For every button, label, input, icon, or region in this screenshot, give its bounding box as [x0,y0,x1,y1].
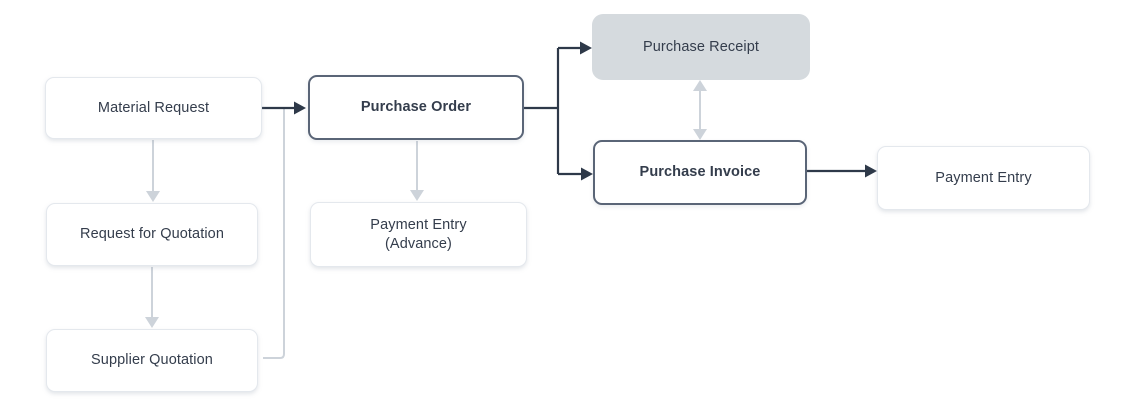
node-purchase-receipt-label: Purchase Receipt [642,38,760,55]
node-payment-entry: Payment Entry [877,146,1090,210]
node-purchase-receipt: Purchase Receipt [592,14,810,80]
node-purchase-invoice-label: Purchase Invoice [639,164,761,180]
node-payment-entry-advance-label-line2: (Advance) [385,235,452,252]
edge-material-request-to-request-for-quotation [146,140,160,202]
edge-purchase-invoice-to-payment-entry [807,164,877,178]
node-request-for-quotation-label: Request for Quotation [80,226,224,242]
edge-purchase-order-branch [524,41,593,181]
node-payment-entry-label: Payment Entry [935,169,1032,186]
node-supplier-quotation-label: Supplier Quotation [91,352,213,368]
node-material-request-label: Material Request [97,99,210,116]
edge-purchase-receipt-purchase-invoice-double-arrow [693,80,707,140]
edge-request-for-quotation-to-supplier-quotation [145,267,159,328]
edge-supplier-quotation-join-line [263,109,285,359]
edge-material-request-to-purchase-order [262,101,306,115]
node-payment-entry-advance: Payment Entry (Advance) [310,202,527,267]
node-payment-entry-advance-label-line1: Payment Entry [370,216,467,233]
node-request-for-quotation: Request for Quotation [46,203,258,266]
node-purchase-order: Purchase Order [308,75,524,140]
node-purchase-invoice: Purchase Invoice [593,140,807,205]
node-material-request: Material Request [45,77,262,139]
node-purchase-order-label: Purchase Order [360,99,472,115]
edge-purchase-order-to-payment-entry-advance [410,141,424,201]
node-supplier-quotation: Supplier Quotation [46,329,258,392]
